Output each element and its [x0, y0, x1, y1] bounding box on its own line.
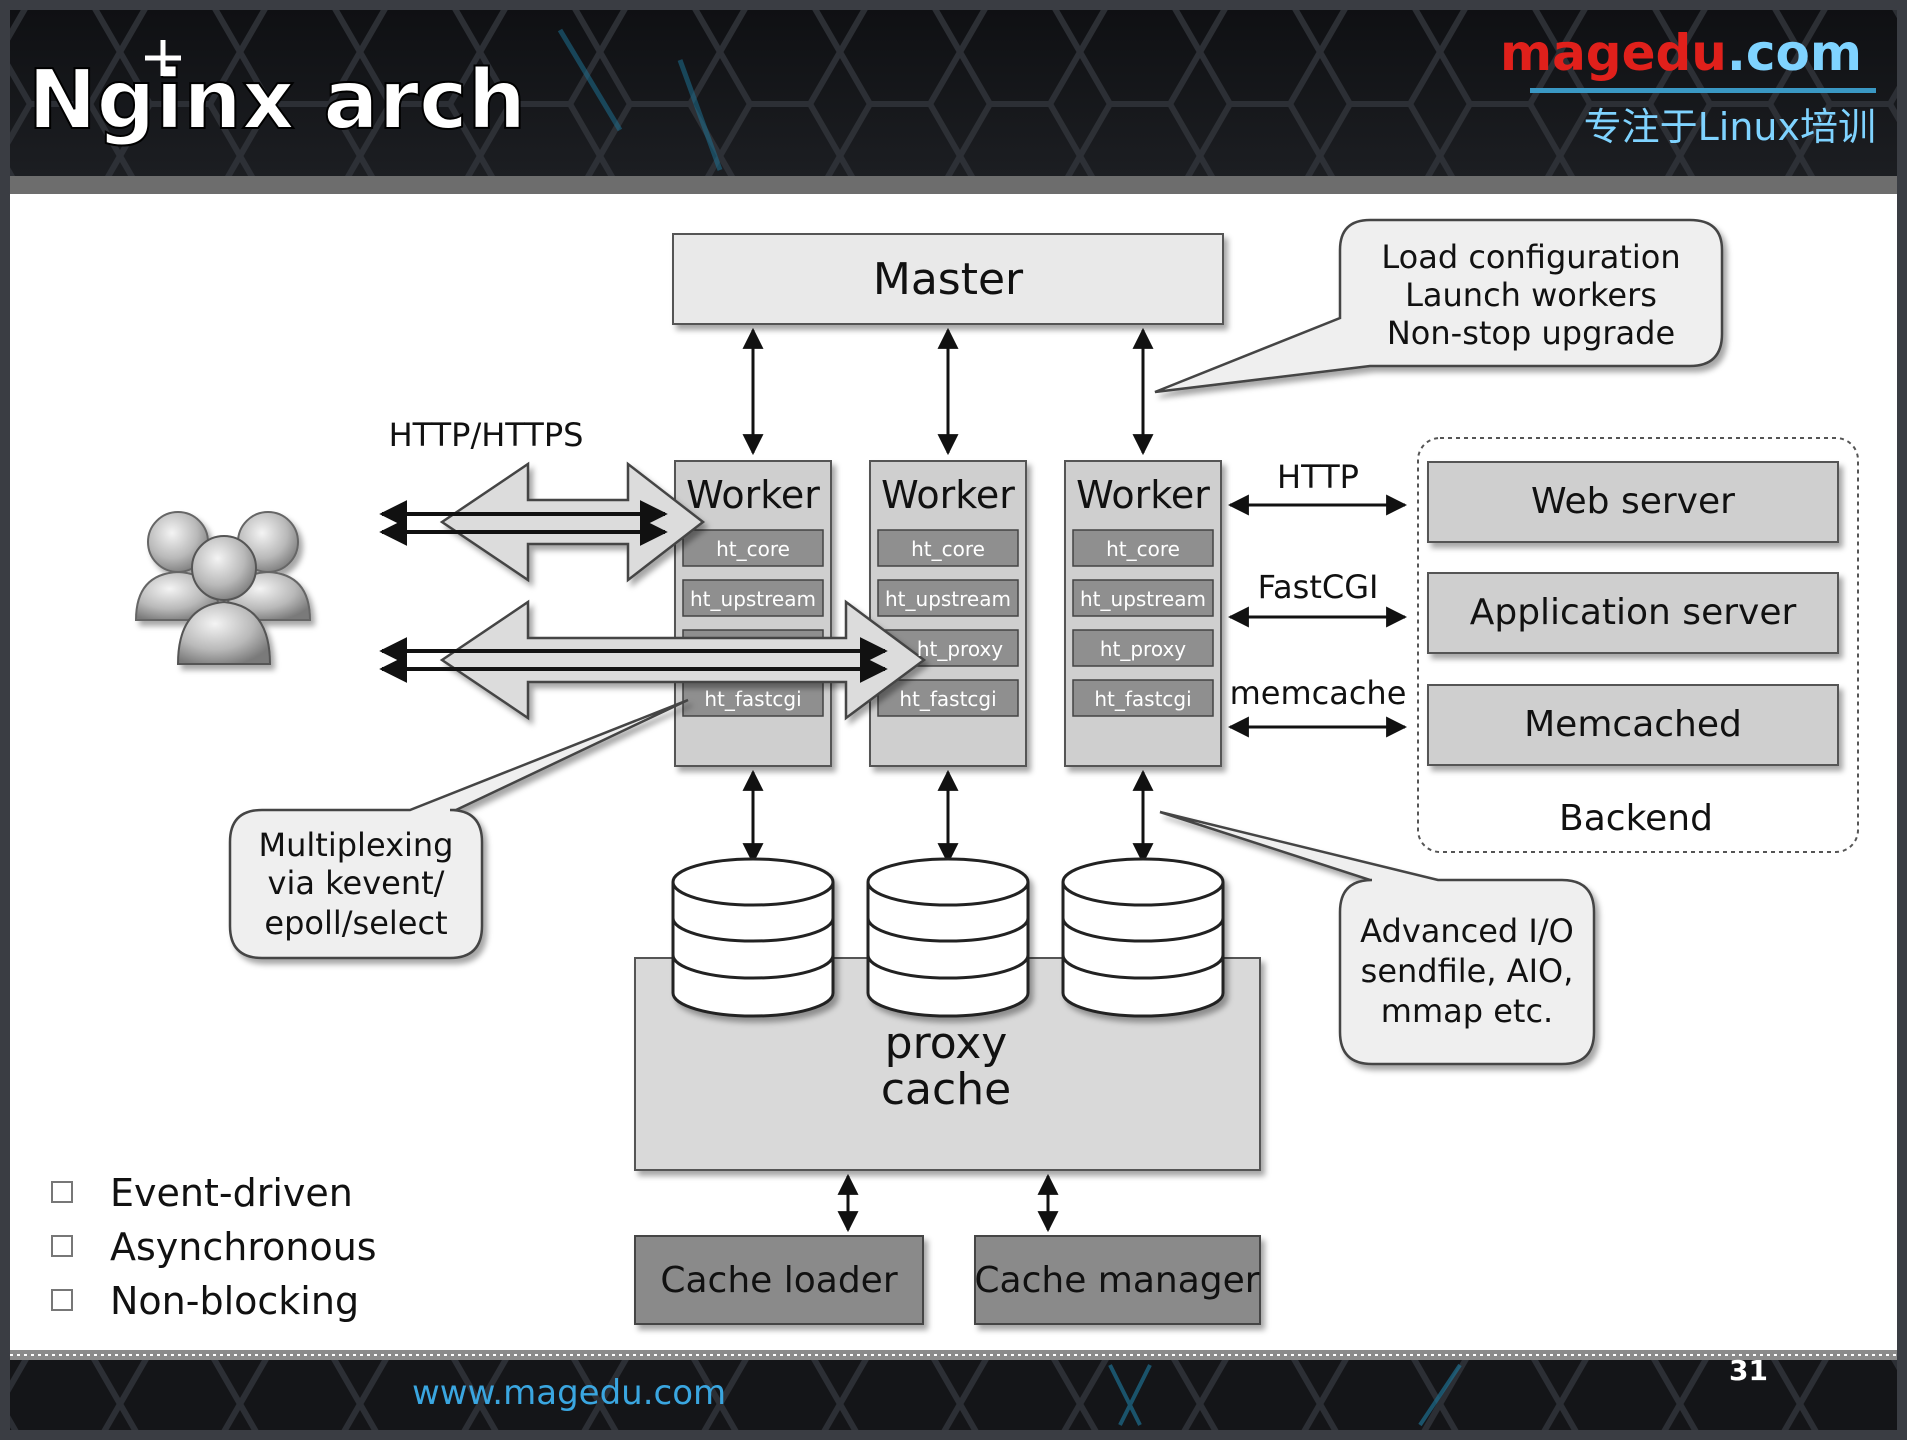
cache-manager-label: Cache manager: [974, 1260, 1259, 1301]
worker-1-title: Worker: [686, 473, 820, 517]
bullet-box-2: [51, 1235, 73, 1257]
cache-loader-label: Cache loader: [660, 1260, 897, 1301]
bullet-box-1: [51, 1181, 73, 1203]
cache-loader-box: [634, 1235, 924, 1325]
callout-master-line-3: Non-stop upgrade: [1387, 314, 1675, 352]
cache-manager-box: [974, 1235, 1261, 1325]
backend-web-server: [1427, 461, 1839, 543]
backend-web-server-label: Web server: [1531, 481, 1735, 522]
worker-3-module-fastcgi: [1072, 679, 1214, 717]
worker-2-module-upstream-label: ht_upstream: [885, 587, 1011, 611]
worker-1-module-core: [682, 529, 824, 567]
backend-group: [1417, 437, 1859, 853]
worker-1-module-fastcgi-label: ht_fastcgi: [704, 687, 801, 711]
worker-2-module-upstream: [877, 579, 1019, 617]
callout-multiplex-line-1: Multiplexing: [259, 826, 454, 864]
callout-io-line-3: mmap etc.: [1381, 992, 1553, 1030]
callout-multiplex: [228, 698, 689, 960]
backend-application-server: [1427, 572, 1839, 654]
worker-2-module-core: [877, 529, 1019, 567]
users-icon: [134, 511, 312, 665]
callout-io-line-1: Advanced I/O: [1360, 912, 1574, 950]
callout-multiplex-line-2: via kevent/: [268, 864, 445, 902]
protocol-memcache-label: memcache: [1230, 674, 1407, 712]
callout-io: [1159, 810, 1596, 1066]
backend-memcached: [1427, 684, 1839, 766]
master-box: [672, 233, 1224, 325]
worker-3-module-upstream-label: ht_upstream: [1080, 587, 1206, 611]
worker-3-module-proxy: [1072, 629, 1214, 667]
callout-multiplex-line-3: epoll/select: [264, 904, 447, 942]
cursor-crosshair-icon: [145, 40, 181, 76]
backend-memcached-label: Memcached: [1524, 704, 1742, 745]
worker-2-module-fastcgi-label: ht_fastcgi: [899, 687, 996, 711]
worker-1-module-upstream-label: ht_upstream: [690, 587, 816, 611]
worker-1-module-upstream: [682, 579, 824, 617]
callout-master: [1154, 218, 1724, 394]
worker-2-module-core-label: ht_core: [911, 537, 985, 561]
worker-1-module-fastcgi: [682, 679, 824, 717]
protocol-client-label: HTTP/HTTPS: [389, 416, 584, 454]
slide-title: Nginx arch: [28, 53, 526, 148]
worker-3-title: Worker: [1076, 473, 1210, 517]
master-label: Master: [873, 254, 1024, 305]
bullet-box-3: [51, 1289, 73, 1311]
worker-3-module-proxy-label: ht_proxy: [1100, 637, 1186, 661]
worker-3-module-core-label: ht_core: [1106, 537, 1180, 561]
disk-stack-1: [671, 857, 835, 1018]
worker-3-module-core: [1072, 529, 1214, 567]
callout-io-line-2: sendfile, AIO,: [1361, 952, 1574, 990]
bullet-1-text: Event-driven: [110, 1171, 353, 1215]
worker-2-module-proxy-label: ht_proxy: [917, 637, 1003, 661]
backend-label: Backend: [1559, 798, 1713, 839]
bullet-3-text: Non-blocking: [110, 1279, 359, 1323]
proxy-cache-line-2: cache: [881, 1064, 1011, 1115]
brand-logo: magedu.com: [1500, 24, 1862, 82]
backend-application-server-label: Application server: [1470, 592, 1797, 633]
callout-master-line-1: Load configuration: [1381, 238, 1680, 276]
proxy-cache-line-1: proxy: [885, 1018, 1008, 1069]
callout-master-line-2: Launch workers: [1405, 276, 1657, 314]
page-number: 31: [1729, 1354, 1768, 1387]
bullet-2-text: Asynchronous: [110, 1225, 377, 1269]
worker-2-title: Worker: [881, 473, 1015, 517]
disk-stack-3: [1061, 857, 1225, 1018]
worker-3-module-upstream: [1072, 579, 1214, 617]
protocol-http-label: HTTP: [1277, 458, 1359, 496]
worker-1-module-core-label: ht_core: [716, 537, 790, 561]
disk-stack-2: [866, 857, 1030, 1018]
worker-3-module-fastcgi-label: ht_fastcgi: [1094, 687, 1191, 711]
protocol-fastcgi-label: FastCGI: [1258, 568, 1379, 606]
worker-2-module-fastcgi: [877, 679, 1019, 717]
footer-url-link[interactable]: www.magedu.com: [412, 1373, 726, 1413]
brand-tagline: 专注于Linux培训: [1584, 105, 1876, 149]
